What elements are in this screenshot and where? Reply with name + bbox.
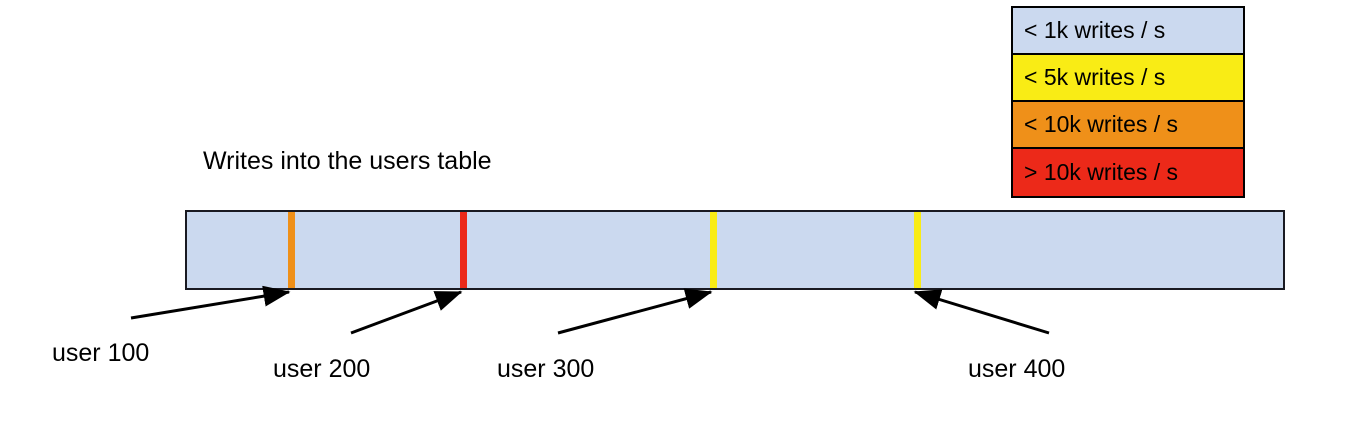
writes-legend: < 1k writes / s < 5k writes / s < 10k wr… <box>1011 6 1245 198</box>
legend-label-under-10k: < 10k writes / s <box>1024 111 1179 137</box>
marker-label-user-200: user 200 <box>273 355 371 383</box>
arrow-user-200 <box>350 290 463 335</box>
legend-row-under-1k: < 1k writes / s <box>1013 8 1243 55</box>
legend-row-under-5k: < 5k writes / s <box>1013 55 1243 102</box>
marker-label-user-300: user 300 <box>497 355 595 383</box>
marker-label-user-400: user 400 <box>968 355 1066 383</box>
legend-row-over-10k: > 10k writes / s <box>1013 149 1243 196</box>
arrow-user-100 <box>130 285 291 320</box>
legend-label-over-10k: > 10k writes / s <box>1024 159 1179 185</box>
stripe-user-400 <box>914 212 921 288</box>
diagram-title: Writes into the users table <box>203 147 492 175</box>
legend-label-under-5k: < 5k writes / s <box>1024 64 1166 90</box>
legend-label-under-1k: < 1k writes / s <box>1024 17 1166 43</box>
users-table-keyrange-bar <box>185 210 1285 290</box>
stripe-user-200 <box>460 212 467 288</box>
arrow-user-400 <box>913 289 1050 335</box>
legend-row-under-10k: < 10k writes / s <box>1013 102 1243 149</box>
stripe-user-100 <box>288 212 295 288</box>
stripe-user-300 <box>710 212 717 288</box>
arrow-user-300 <box>557 288 713 335</box>
marker-label-user-100: user 100 <box>52 339 150 367</box>
